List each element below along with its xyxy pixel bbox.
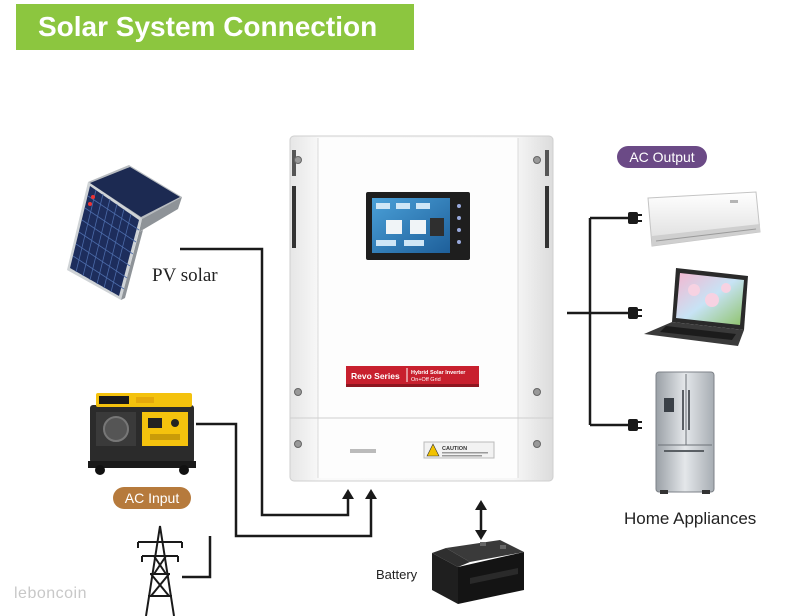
- power-pylon-icon: [137, 525, 183, 616]
- hybrid-inverter: [289, 135, 554, 482]
- display-buttons: [457, 204, 461, 244]
- battery-arrow-down-icon: [475, 530, 487, 540]
- ac-input-tag: AC Input: [113, 487, 191, 509]
- laptop-icon: [644, 268, 748, 346]
- plug-icon: [628, 419, 642, 431]
- pv-solar-label: PV solar: [152, 265, 218, 286]
- plugs: [628, 212, 642, 431]
- inverter-label: [346, 366, 479, 384]
- battery-icon: [432, 540, 524, 604]
- watermark: leboncoin: [14, 585, 87, 602]
- inverter-mode: On+Off Grid: [411, 377, 441, 383]
- caution-fine-print: [442, 452, 488, 457]
- battery-arrow-up-icon: [475, 500, 487, 510]
- plug-icon: [628, 212, 642, 224]
- battery-label: Battery: [376, 567, 418, 582]
- display-graphics: [376, 203, 444, 246]
- inverter-product: Hybrid Solar Inverter: [411, 370, 466, 376]
- ac-output-tag: AC Output: [617, 146, 707, 168]
- pv-arrow-icon: [342, 489, 354, 499]
- grid-wire: [182, 536, 212, 579]
- page-title: Solar System Connection: [16, 4, 414, 50]
- generator-icon: [88, 393, 196, 475]
- warning-icon: [426, 443, 440, 457]
- generator-wire: [196, 422, 373, 538]
- refrigerator-icon: [655, 371, 715, 494]
- caution-text: CAUTION: [442, 446, 467, 452]
- arrowheads: [342, 489, 487, 540]
- inverter-series: Revo Series: [351, 371, 400, 381]
- solar-panel-icon: [67, 165, 182, 300]
- air-conditioner-icon: [647, 191, 761, 247]
- wires: [180, 216, 632, 579]
- caution-sticker: [423, 441, 495, 459]
- home-appliances-label: Home Appliances: [624, 509, 757, 528]
- pv-wire: [180, 247, 350, 517]
- generator-arrow-icon: [365, 489, 377, 499]
- plug-icon: [628, 307, 642, 319]
